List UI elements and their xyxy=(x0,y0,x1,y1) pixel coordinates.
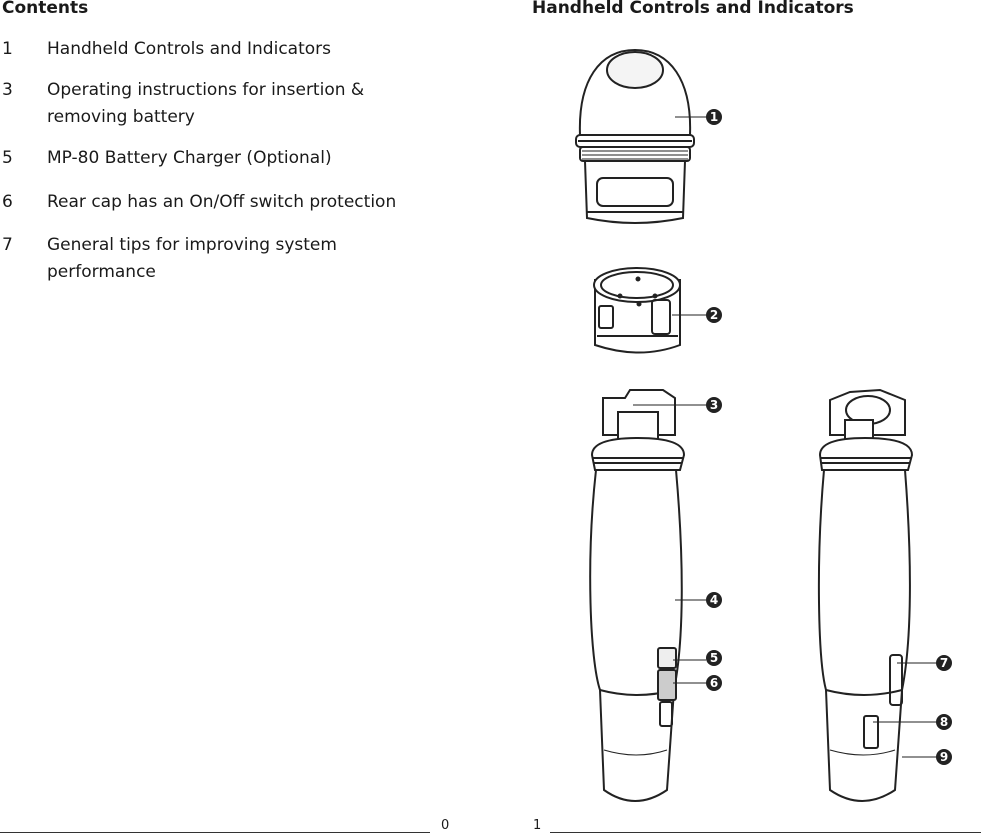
callout-marker: 4 xyxy=(706,592,722,608)
entry-page-number: 3 xyxy=(2,80,13,100)
contents-list: 1 Handheld Controls and Indicators 3 Ope… xyxy=(0,36,440,286)
callout-marker: 5 xyxy=(706,650,722,666)
contents-entry: 5 MP-80 Battery Charger (Optional) xyxy=(0,145,440,172)
svg-text:1: 1 xyxy=(710,110,718,124)
svg-text:7: 7 xyxy=(940,656,948,670)
controls-heading: Handheld Controls and Indicators xyxy=(532,0,854,18)
callout-marker: 6 xyxy=(706,675,722,691)
entry-page-number: 7 xyxy=(2,235,13,255)
svg-text:8: 8 xyxy=(940,715,948,729)
entry-title: Operating instructions for insertion & r… xyxy=(47,80,365,127)
contents-entry: 7 General tips for improving system perf… xyxy=(0,232,440,286)
left-page-number: 0 xyxy=(441,818,450,833)
contents-entry: 3 Operating instructions for insertion &… xyxy=(0,77,440,131)
entry-title: Rear cap has an On/Off switch protection xyxy=(47,192,397,212)
svg-text:6: 6 xyxy=(710,676,718,690)
callout-marker: 2 xyxy=(706,307,722,323)
top-cap-drawing xyxy=(575,48,695,224)
callout-marker: 1 xyxy=(706,109,722,125)
callout-marker: 3 xyxy=(706,397,722,413)
left-footer-rule xyxy=(0,832,430,833)
contents-entry: 6 Rear cap has an On/Off switch protecti… xyxy=(0,189,440,216)
device-front-drawing xyxy=(589,389,686,802)
contents-heading: Contents xyxy=(2,0,89,18)
svg-text:2: 2 xyxy=(710,308,718,322)
entry-page-number: 6 xyxy=(2,192,13,212)
device-illustration: 1 2 3 4 5 6 7 8 9 xyxy=(575,48,952,802)
right-page-number: 1 xyxy=(533,818,542,833)
callout-marker: 9 xyxy=(936,749,952,765)
entry-title: MP-80 Battery Charger (Optional) xyxy=(47,148,332,168)
entry-page-number: 5 xyxy=(2,148,13,168)
right-footer-rule xyxy=(550,832,981,833)
contents-entry: 1 Handheld Controls and Indicators xyxy=(0,36,440,63)
callout-marker: 7 xyxy=(936,655,952,671)
svg-text:3: 3 xyxy=(710,398,718,412)
svg-text:4: 4 xyxy=(710,593,718,607)
entry-title: General tips for improving system perfor… xyxy=(47,235,337,282)
svg-text:9: 9 xyxy=(940,750,948,764)
entry-page-number: 1 xyxy=(2,39,13,59)
entry-title: Handheld Controls and Indicators xyxy=(47,39,331,59)
svg-text:5: 5 xyxy=(710,651,718,665)
adapter-drawing xyxy=(593,267,681,354)
callout-marker: 8 xyxy=(936,714,952,730)
device-rear-drawing xyxy=(817,388,914,802)
